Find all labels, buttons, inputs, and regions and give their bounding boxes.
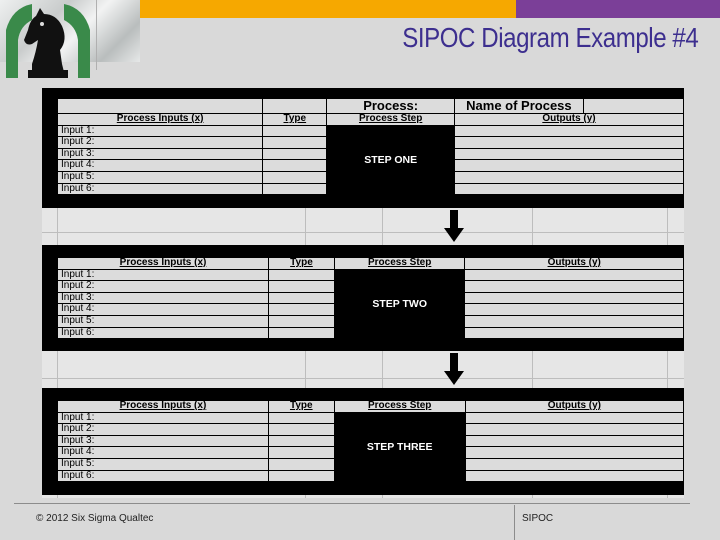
column-header-inputs: Process Inputs (x) <box>57 400 269 413</box>
input-label: Input 6: <box>57 469 269 483</box>
type-cell[interactable] <box>267 446 335 459</box>
type-cell[interactable] <box>262 124 328 138</box>
column-header-outputs: Outputs (y) <box>464 257 684 270</box>
step-cell: STEP ONE <box>326 124 455 196</box>
type-cell[interactable] <box>268 291 335 305</box>
input-label: Input 3: <box>57 434 269 448</box>
column-header-outputs: Outputs (y) <box>453 113 685 126</box>
type-cell[interactable] <box>262 159 328 172</box>
input-label: Input 1: <box>57 411 269 425</box>
top-accent-orange-bar <box>96 0 516 18</box>
output-cell[interactable] <box>464 280 684 293</box>
knight-logo-icon <box>6 4 90 78</box>
header-blank-cell <box>262 98 328 114</box>
column-header-type: Type <box>262 113 328 126</box>
sipoc-block-2: Process Inputs (x) Type Process Step Out… <box>42 245 684 351</box>
footer-divider <box>14 503 690 504</box>
type-cell[interactable] <box>262 136 328 149</box>
page-title: SIPOC Diagram Example #4 <box>401 22 699 53</box>
output-cell[interactable] <box>464 434 685 448</box>
input-label: Input 4: <box>56 303 270 316</box>
header-blank-cell <box>582 98 685 114</box>
output-cell[interactable] <box>464 457 685 471</box>
input-label: Input 1: <box>56 124 264 138</box>
column-header-step: Process Step <box>333 400 466 413</box>
input-label: Input 5: <box>57 457 269 471</box>
output-cell[interactable] <box>453 136 685 149</box>
type-cell[interactable] <box>268 326 335 340</box>
type-cell[interactable] <box>262 147 328 161</box>
input-label: Input 2: <box>56 136 264 149</box>
input-label: Input 3: <box>56 147 264 161</box>
input-label: Input 5: <box>56 314 270 328</box>
footer-copyright: © 2012 Six Sigma Qualtec <box>36 513 154 524</box>
header-divider <box>96 0 97 70</box>
column-header-type: Type <box>268 257 335 270</box>
input-label: Input 4: <box>57 446 269 459</box>
type-cell[interactable] <box>262 170 328 184</box>
header-blank-cell <box>56 98 264 114</box>
sipoc-table-2: Process Inputs (x) Type Process Step Out… <box>56 257 684 340</box>
input-label: Input 2: <box>57 423 269 436</box>
input-label: Input 6: <box>56 182 264 196</box>
top-accent-purple-bar <box>516 0 720 18</box>
output-cell[interactable] <box>464 423 685 436</box>
input-label: Input 1: <box>56 268 270 282</box>
output-cell[interactable] <box>453 170 685 184</box>
footer-section: SIPOC <box>522 513 554 524</box>
column-header-step: Process Step <box>326 113 455 126</box>
step-cell: STEP TWO <box>333 268 466 340</box>
input-label: Input 2: <box>56 280 270 293</box>
input-label: Input 6: <box>56 326 270 340</box>
type-cell[interactable] <box>267 469 335 483</box>
down-arrow-icon <box>444 353 464 385</box>
column-header-outputs: Outputs (y) <box>464 400 685 413</box>
sipoc-table-3: Process Inputs (x) Type Process Step Out… <box>57 400 685 483</box>
type-cell[interactable] <box>268 303 335 316</box>
sipoc-block-3: Process Inputs (x) Type Process Step Out… <box>42 388 685 495</box>
type-cell[interactable] <box>267 411 335 425</box>
output-cell[interactable] <box>453 124 685 138</box>
output-cell[interactable] <box>464 446 685 459</box>
type-cell[interactable] <box>268 268 335 282</box>
output-cell[interactable] <box>453 182 685 196</box>
column-header-inputs: Process Inputs (x) <box>56 257 270 270</box>
down-arrow-icon <box>444 210 464 242</box>
column-header-step: Process Step <box>333 257 466 270</box>
output-cell[interactable] <box>464 268 684 282</box>
column-header-inputs: Process Inputs (x) <box>56 113 264 126</box>
input-label: Input 4: <box>56 159 264 172</box>
column-header-type: Type <box>267 400 335 413</box>
sipoc-table-1: Process: Name of Process Process Inputs … <box>56 98 685 196</box>
type-cell[interactable] <box>267 434 335 448</box>
type-cell[interactable] <box>268 314 335 328</box>
type-cell[interactable] <box>267 423 335 436</box>
output-cell[interactable] <box>464 291 684 305</box>
output-cell[interactable] <box>464 411 685 425</box>
process-label: Process: <box>326 98 455 114</box>
process-name: Name of Process <box>453 98 584 114</box>
input-label: Input 3: <box>56 291 270 305</box>
type-cell[interactable] <box>267 457 335 471</box>
type-cell[interactable] <box>268 280 335 293</box>
sipoc-block-1: Process: Name of Process Process Inputs … <box>42 88 685 208</box>
output-cell[interactable] <box>464 314 684 328</box>
type-cell[interactable] <box>262 182 328 196</box>
output-cell[interactable] <box>464 303 684 316</box>
input-label: Input 5: <box>56 170 264 184</box>
output-cell[interactable] <box>453 159 685 172</box>
output-cell[interactable] <box>464 469 685 483</box>
output-cell[interactable] <box>453 147 685 161</box>
output-cell[interactable] <box>464 326 684 340</box>
footer-separator <box>514 505 515 540</box>
step-cell: STEP THREE <box>333 411 466 483</box>
